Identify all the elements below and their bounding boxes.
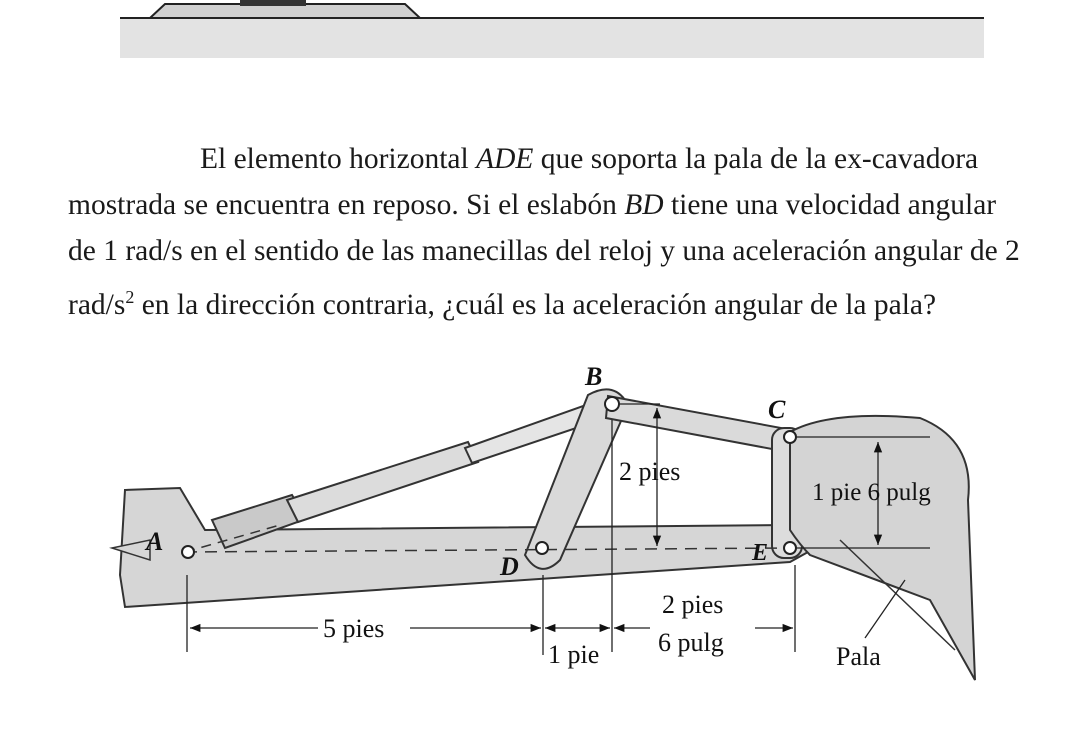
label-b: B [584, 362, 602, 391]
dim-b-height: 2 pies [619, 457, 680, 486]
dim-b-to-e-1: 2 pies [662, 590, 723, 619]
dim-ad: 5 pies [323, 614, 384, 643]
label-pala: Pala [836, 642, 881, 671]
pin-d [535, 541, 549, 555]
dim-d-to-b: 1 pie [548, 640, 599, 669]
problem-text-3: tiene una velocidad angular de 1 rad/s e… [68, 189, 1020, 321]
label-e: E [751, 540, 768, 566]
label-c: C [768, 395, 786, 424]
pin-a [181, 545, 195, 559]
link-bd-body [523, 388, 630, 570]
dim-c-height: 1 pie 6 pulg [812, 479, 931, 506]
link-bd: BD [624, 189, 664, 221]
pin-e [783, 541, 797, 555]
problem-statement: El elemento horizontal ADE que soporta l… [68, 136, 1028, 328]
problem-text-2: que soporta la pala de la ex-cavadora mo… [68, 143, 979, 221]
pin-b [604, 396, 620, 412]
label-a: A [144, 527, 163, 556]
superscript: 2 [125, 287, 135, 307]
problem-text-4: en la dirección contraria, ¿cuál es la a… [134, 288, 937, 321]
dim-b-to-e-2: 6 pulg [658, 628, 724, 657]
pin-c [783, 430, 797, 444]
member-ade: ADE [476, 143, 534, 175]
previous-figure-fragment [120, 0, 984, 58]
ground-band [120, 18, 984, 58]
hydraulic-cylinder [210, 398, 608, 550]
label-d: D [499, 552, 519, 581]
problem-text-1: El elemento horizontal [200, 143, 477, 175]
